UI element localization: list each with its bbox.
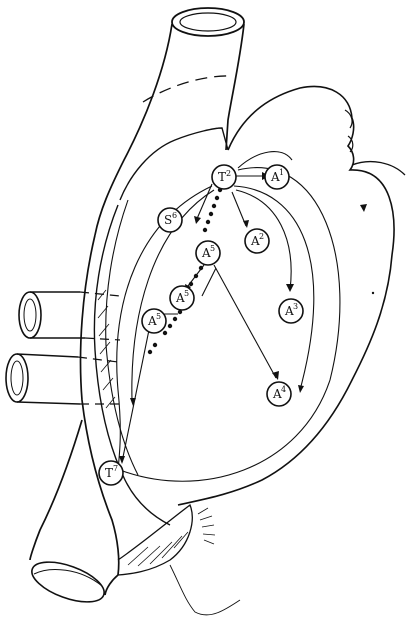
lower-vessel-right	[105, 575, 118, 595]
stray-dot	[372, 292, 374, 294]
lower-base-thread	[170, 565, 240, 615]
node-a5-lower-sup: 5	[156, 312, 161, 321]
node-t7-letter: T	[105, 466, 113, 480]
dot	[189, 282, 193, 286]
node-s6-letter: S	[164, 213, 172, 227]
path-a5a-a4	[214, 265, 276, 378]
vessel-dashed	[143, 76, 232, 102]
vessel-opening-top	[172, 8, 244, 36]
arrow-3	[243, 220, 249, 228]
node-a4-sup: 4	[281, 385, 286, 394]
node-a2-sup: 2	[259, 232, 264, 241]
node-a2: A 2	[245, 229, 269, 253]
arrow-11	[360, 204, 367, 212]
arrow-6	[130, 398, 136, 406]
heart-outline	[178, 87, 394, 505]
node-t2: T 2	[212, 165, 236, 189]
dot	[199, 266, 203, 270]
node-a5-upper-sup: 5	[210, 244, 215, 253]
dot	[206, 220, 210, 224]
node-t7-sup: 7	[113, 464, 118, 473]
arrow-2	[194, 216, 201, 224]
node-s6: S 6	[158, 208, 182, 232]
dot	[215, 196, 219, 200]
node-a1-sup: 1	[279, 168, 284, 177]
node-t2-sup: 2	[226, 169, 231, 178]
fringe	[198, 508, 215, 544]
dot	[163, 331, 167, 335]
node-a5-middle-sup: 5	[184, 289, 189, 298]
dot	[148, 350, 152, 354]
vessel-opening-top-inner	[180, 13, 236, 31]
dot	[209, 212, 213, 216]
path-a5c-t7	[122, 325, 150, 462]
dot	[168, 324, 172, 328]
pulmonary-vein-lower-dash	[78, 357, 120, 404]
node-a5-middle: A 5	[170, 286, 194, 310]
vessel-inner-fold	[120, 128, 228, 200]
dot	[153, 343, 157, 347]
vessel-wall-right	[226, 24, 244, 150]
node-s6-sup: 6	[172, 211, 177, 220]
path-t2-a4-arc	[234, 186, 314, 390]
node-a1: A 1	[265, 165, 289, 189]
arrow-7	[298, 385, 304, 393]
vessel-wall-left	[95, 24, 172, 235]
arrow-8	[119, 456, 125, 464]
node-t7: T 7	[99, 461, 123, 485]
dot	[194, 274, 198, 278]
path-a1-arc	[238, 152, 292, 168]
node-a5-upper: A 5	[196, 241, 220, 265]
lower-base-hatch	[128, 532, 188, 566]
node-a4: A 4	[267, 382, 291, 406]
node-a3: A 3	[279, 299, 303, 323]
dot	[212, 204, 216, 208]
node-t2-letter: T	[218, 170, 226, 184]
node-a5-lower: A 5	[142, 309, 166, 333]
lower-vessel-left	[30, 420, 82, 560]
node-a3-sup: 3	[293, 302, 298, 311]
atrium-wall-outer	[81, 235, 119, 575]
arrow-4	[286, 284, 294, 292]
dot	[173, 317, 177, 321]
dot	[203, 228, 207, 232]
atrium-wall-inner-2	[106, 200, 138, 475]
pericardium-flap	[352, 162, 405, 175]
